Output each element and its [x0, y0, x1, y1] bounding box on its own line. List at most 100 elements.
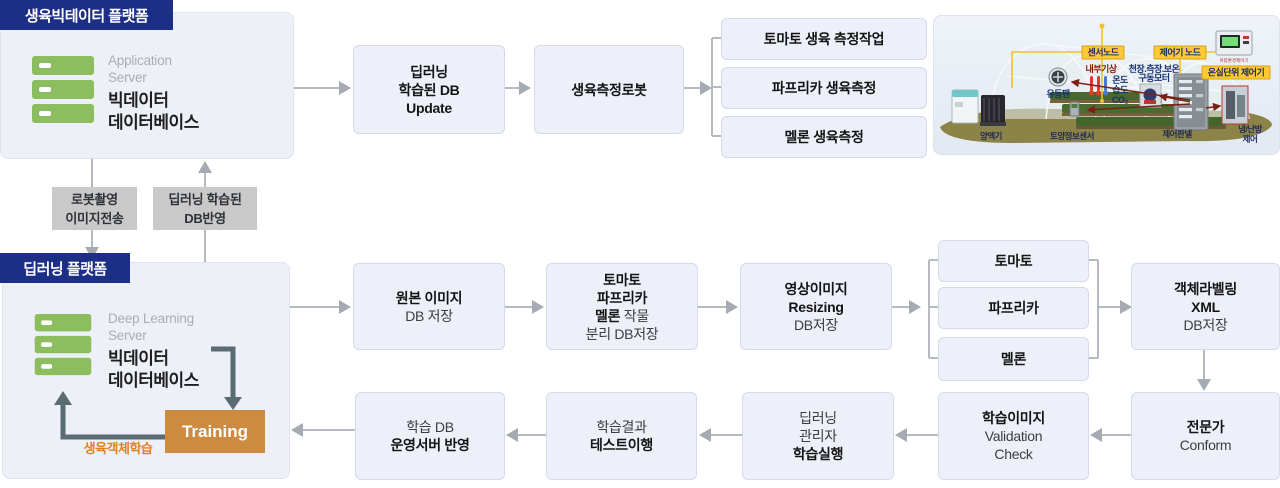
device-label: 복합환경제어기 — [1220, 57, 1249, 64]
inner-weather-label: 내부기상 — [1085, 63, 1117, 74]
training-box: Training — [165, 410, 265, 453]
text-line: 학습된 DB — [398, 81, 460, 98]
text-line: Check — [994, 446, 1033, 462]
motor-label-1: 천장.측장.보온 — [1129, 63, 1180, 74]
text-line: 학습 DB — [406, 419, 454, 435]
unit-controller-device: 복합환경제어기 — [1215, 30, 1253, 64]
nutrient-label: 양액기 — [980, 131, 1002, 141]
text-line: DB반영 — [184, 210, 226, 226]
text-line: Validation — [984, 428, 1043, 444]
flow-box-melon: 멜론 — [938, 337, 1089, 381]
drive-motor-photo — [1139, 83, 1162, 108]
bigdata-db-label: 빅데이터 데이터베이스 — [108, 91, 199, 132]
application-server-icon — [32, 56, 94, 123]
text-line: DB 저장 — [405, 307, 453, 324]
soil-sensor-label: 토양정보센서 — [1050, 131, 1094, 141]
text-line: DB저장 — [1183, 316, 1228, 333]
flow-box-tomato-measure: 토마토 생육 측정작업 — [721, 18, 927, 60]
greenhouse-illustration: 복합환경제어기 센서노드 제어 — [940, 23, 1272, 144]
text-line: Resizing — [788, 298, 844, 315]
sensor-node-label: 센서노드 — [1081, 45, 1125, 60]
greenhouse-photo-card: 복합환경제어기 센서노드 제어 — [933, 15, 1280, 155]
text-line: 학습실행 — [792, 446, 844, 462]
text-line: 멜론 생육측정 — [784, 129, 864, 145]
server-type-label: Deep Learning Server — [108, 311, 194, 343]
text-line: Conform — [1179, 437, 1232, 453]
text-line: 테스트이행 — [590, 437, 653, 453]
text-line: 토마토 — [994, 253, 1033, 269]
text-line: 딥러닝 — [799, 410, 837, 426]
soil-sensor-device — [1069, 101, 1080, 117]
control-panel-label: 제어판넬 — [1162, 129, 1192, 139]
flow-box-expert-conform: 전문가 Conform — [1131, 392, 1280, 480]
thermometer-icons — [1088, 76, 1109, 96]
text-line: 파프리카 — [988, 300, 1039, 316]
text-line: 멜론 — [1000, 351, 1027, 367]
text-line: 학습결과 — [596, 419, 647, 435]
text-line: 관리자 — [799, 428, 837, 444]
hvac-label-2: 제어 — [1243, 134, 1258, 144]
control-arrows — [1070, 78, 1222, 114]
svg-text:제어기 노드: 제어기 노드 — [1160, 47, 1202, 58]
text-line: 이미지전송 — [65, 210, 124, 226]
text-line: 파프리카 — [596, 289, 648, 306]
text-line: Update — [406, 99, 452, 116]
dl-server-text: Deep Learning Server 빅데이터 데이터베이스 — [108, 310, 199, 392]
text-line: 객체라벨링 — [1174, 280, 1237, 297]
text-line: 분리 DB저장 — [585, 325, 659, 342]
hvac-label-1: 냉/난방 — [1238, 124, 1263, 134]
text-line: 영상이미지 — [784, 280, 848, 297]
dl-db-label: 빅데이터 데이터베이스 — [108, 349, 199, 390]
co2-label: CO₂ — [1112, 95, 1129, 105]
text-line: 전문가 — [1186, 419, 1225, 435]
hvac-photo — [1221, 85, 1249, 125]
unit-controller-label: 온실단위 제어기 — [1201, 65, 1271, 80]
flow-box-melon-measure: 멜론 생육측정 — [721, 116, 927, 158]
flow-box-growth-robot: 생육측정로봇 — [534, 45, 684, 134]
text-line: 로봇촬영 — [71, 191, 118, 207]
svg-text:센서노드: 센서노드 — [1087, 47, 1119, 58]
control-panel-cabinet — [1173, 73, 1209, 131]
deep-learning-server-icon — [34, 314, 92, 376]
text-line: 운영서버 반영 — [390, 437, 470, 453]
text-line: DB저장 — [793, 316, 838, 333]
text-line: 토마토 생육 측정작업 — [763, 31, 885, 47]
controller-node-label: 제어기 노드 — [1153, 45, 1207, 60]
crop-rows — [1050, 92, 1226, 129]
text-line: 원본 이미지 — [395, 289, 463, 306]
bigdata-server-text: Application Server 빅데이터 데이터베이스 — [108, 52, 199, 134]
text-line: 학습이미지 — [982, 410, 1045, 426]
flow-box-deploy-db: 학습 DB 운영서버 반영 — [355, 392, 505, 480]
svg-text:온실단위 제어기: 온실단위 제어기 — [1208, 67, 1265, 78]
flow-box-paprika: 파프리카 — [938, 287, 1089, 329]
object-learning-label: 생육객체학습 — [83, 441, 153, 456]
humidity-label: 습도 — [1112, 84, 1129, 95]
flow-box-paprika-measure: 파프리카 생육측정 — [721, 67, 927, 109]
flow-box-tomato: 토마토 — [938, 240, 1089, 282]
fan-label: 유동팬 — [1046, 88, 1070, 99]
temp-label: 온도 — [1112, 75, 1129, 85]
server-type-label: Application Server — [108, 53, 172, 85]
text-line: 딥러닝 학습된 — [168, 191, 242, 207]
text-line: 토마토 — [603, 271, 641, 288]
text-line: XML — [1191, 298, 1220, 315]
text-line: 생육측정로봇 — [571, 81, 647, 98]
motor-label-2: 구동모터 — [1138, 72, 1169, 83]
text-line: 파프리카 생육측정 — [771, 80, 877, 96]
text-line: 멜론 작물 — [595, 307, 649, 324]
dl-platform-header: 딥러닝 플랫폼 — [0, 253, 130, 283]
label-trained-db-reflect: 딥러닝 학습된 DB반영 — [153, 187, 257, 230]
text-line: 딥러닝 — [410, 63, 448, 80]
nutrient-machine — [951, 89, 1006, 126]
